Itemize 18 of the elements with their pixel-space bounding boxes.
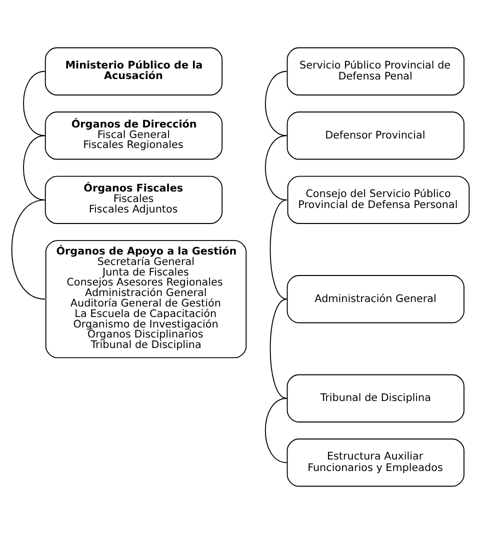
- node-box: Defensor Provincial: [286, 111, 464, 160]
- connector: [264, 397, 288, 463]
- node-box: Tribunal de Disciplina: [286, 374, 464, 422]
- node-box: Órganos Fiscales Fiscales Fiscales Adjuntos: [44, 175, 223, 224]
- connector: [264, 70, 288, 136]
- connector: [11, 198, 46, 300]
- node-box: Administración General: [286, 274, 464, 323]
- connector: [23, 70, 46, 136]
- node-box: Órganos de Apoyo a la Gestión Secretaría General Junta de Fiscales Consejos Asesores Regionales Administración General Auditoría General de Gestión La Escuela de Capacitación Organismo de Investigación Órganos Disciplinarios Tribunal de Disciplina: [45, 240, 247, 358]
- node-box: Órganos de Dirección Fiscal General Fiscales Regionales: [44, 111, 223, 160]
- node-box: Estructura Auxiliar Funcionarios y Empleados: [286, 438, 464, 486]
- connector: [264, 134, 288, 200]
- node-box: Servicio Público Provincial de Defensa Penal: [286, 46, 464, 95]
- node-box: Consejo del Servicio Público Provincial de Defensa Personal: [287, 175, 470, 224]
- connector: [23, 134, 46, 200]
- connector: [270, 298, 288, 398]
- node-box: Ministerio Público de la Acusación: [44, 46, 223, 95]
- connector: [270, 198, 288, 300]
